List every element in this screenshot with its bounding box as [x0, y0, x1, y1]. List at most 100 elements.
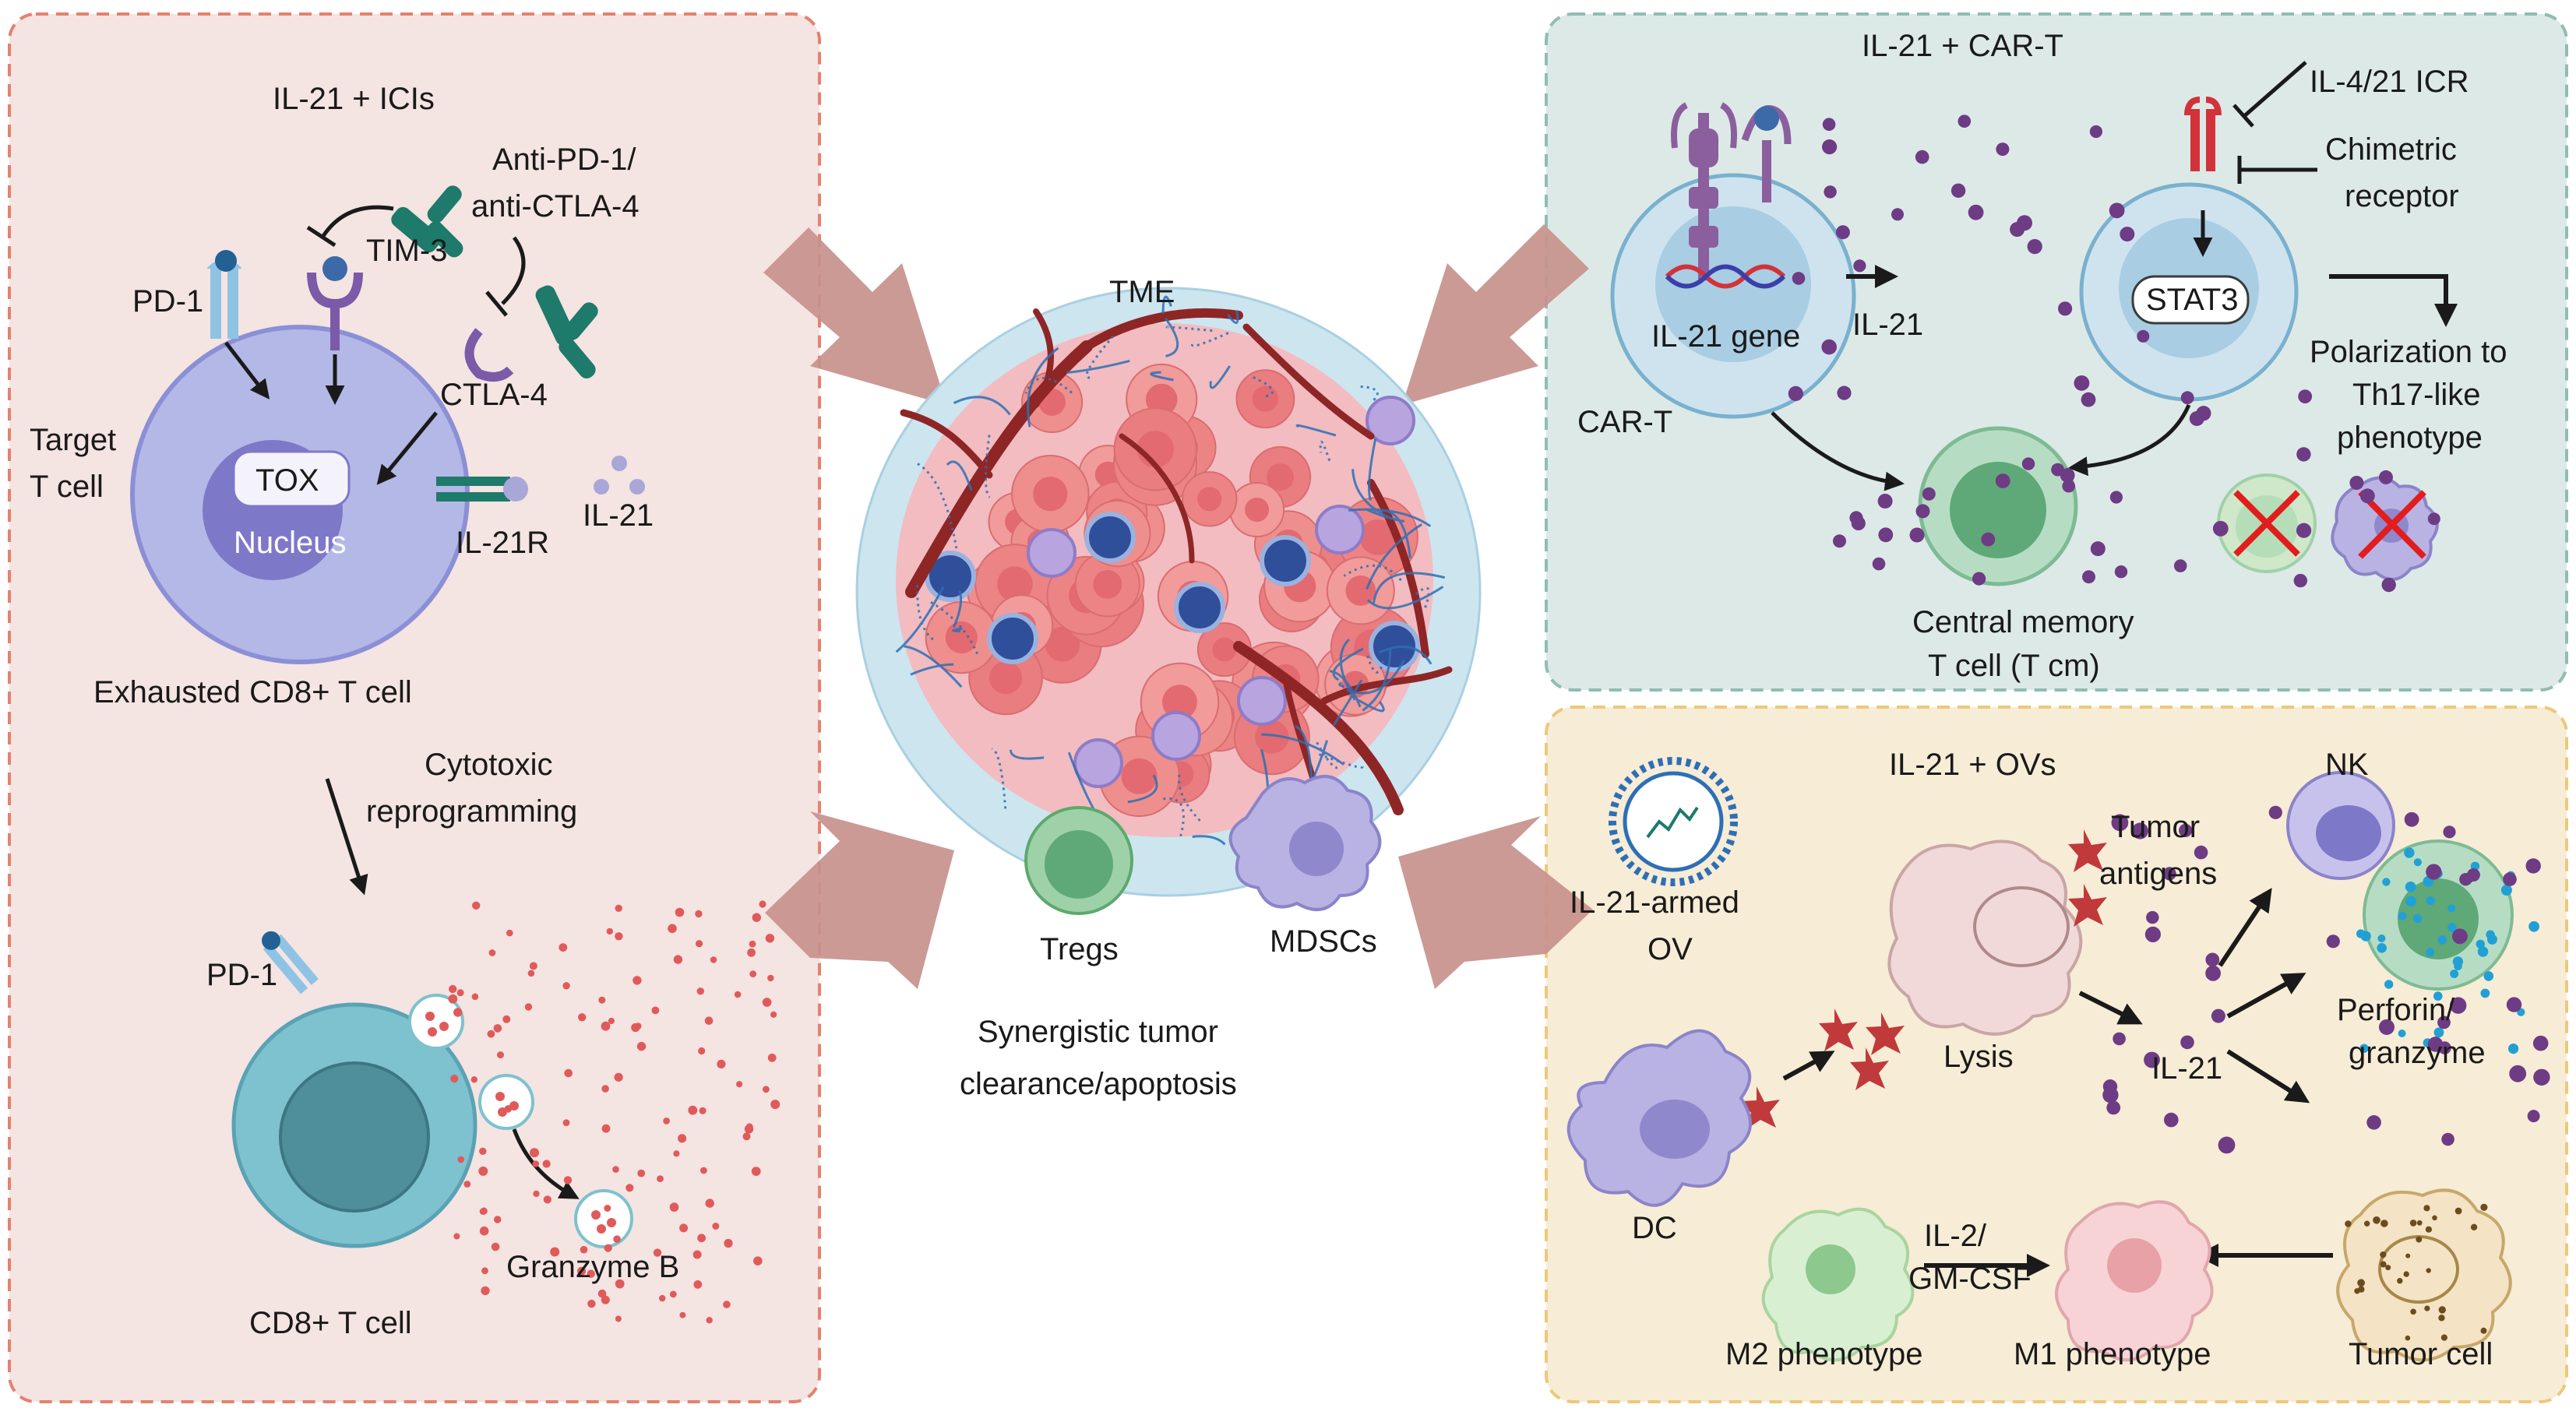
tumor-speck — [2416, 1236, 2423, 1243]
perforin-dot — [2413, 913, 2423, 924]
target-label-2: T cell — [30, 470, 104, 504]
granzyme-dot — [533, 1190, 540, 1198]
mdscs-label: MDSCs — [1270, 924, 1377, 959]
granzyme-dot — [767, 1053, 777, 1062]
ecm-fiber — [1192, 835, 1226, 846]
il21-dot — [2437, 1015, 2451, 1030]
ecm-fiber — [1329, 670, 1362, 708]
nucleus-label: Nucleus — [234, 526, 347, 560]
arrow-bl — [765, 811, 954, 989]
il21-dot — [2196, 406, 2211, 421]
perforin-dot — [2405, 882, 2416, 892]
il21-dot — [1824, 185, 1837, 199]
granzyme-dot — [653, 1248, 662, 1257]
stat3-label: STAT3 — [2146, 283, 2239, 317]
synergy-label-1: Synergistic tumor — [978, 1015, 1218, 1049]
ov-label-2: OV — [1647, 932, 1693, 966]
ecm-fiber — [952, 627, 963, 632]
il21-dot — [1972, 572, 1986, 586]
ecm-fiber — [1333, 679, 1363, 727]
pd1-label-bottom: PD-1 — [206, 958, 277, 992]
ecm-fiber — [1362, 649, 1392, 712]
il21-dot — [2426, 864, 2442, 880]
ecm-fiber — [1150, 371, 1174, 382]
ov-label-1: IL-21-armed — [1570, 885, 1739, 920]
il21-dot — [2466, 868, 2480, 882]
nk-cell — [2286, 771, 2395, 880]
tumor-speck — [2438, 1306, 2446, 1314]
il21-dots-ov — [2102, 805, 2550, 1154]
tumor-speck — [2357, 1279, 2366, 1287]
il21-dot — [2532, 1035, 2549, 1051]
il21-dot — [1792, 272, 1806, 285]
tim3-label: TIM-3 — [366, 234, 447, 268]
il21-dot — [2379, 1019, 2395, 1035]
granzyme-dot — [695, 910, 703, 918]
il21-dot — [2137, 329, 2150, 343]
granzyme-dot — [530, 1148, 539, 1158]
tumor-speck — [2425, 1226, 2432, 1233]
il21-dot — [1958, 114, 1972, 128]
il21-dot — [2218, 1136, 2236, 1154]
granzyme-dot — [601, 1085, 609, 1093]
perforin-dot — [2480, 988, 2490, 998]
granzyme-dot — [562, 982, 570, 990]
oncolytic-virus — [1609, 757, 1738, 886]
granzyme-dot — [752, 913, 761, 922]
granzyme-dot — [723, 1301, 731, 1308]
granzyme-dot — [456, 989, 464, 997]
ecm-fiber — [1066, 359, 1130, 374]
il21-dot — [2173, 559, 2187, 572]
cd8-label: CD8+ T cell — [249, 1306, 412, 1340]
tox-label: TOX — [255, 463, 319, 498]
il21-dot — [2293, 573, 2307, 588]
antigen-label-2: antigens — [2099, 857, 2217, 891]
ecm-fiber — [953, 396, 1011, 416]
dna-helix — [1665, 264, 1786, 289]
granzyme-dot — [697, 1234, 706, 1243]
il21-dot — [2268, 805, 2282, 819]
granzyme-dot — [577, 1266, 587, 1276]
ecm-fiber — [1413, 586, 1430, 608]
tumor-speck — [2373, 1216, 2380, 1224]
il21-dot — [2450, 997, 2467, 1014]
icr-label: IL-4/21 ICR — [2310, 65, 2469, 99]
polar-label-2: Th17-like — [2352, 378, 2481, 412]
il21-dot — [1878, 527, 1894, 543]
il21-dot — [2212, 520, 2229, 537]
immune-cell — [1260, 535, 1311, 586]
il21-dot — [2452, 928, 2468, 945]
granzyme-dot — [625, 1184, 634, 1192]
ecm-fiber — [1339, 638, 1356, 701]
granzyme-dot — [669, 1290, 677, 1298]
il21-dot — [2102, 1086, 2119, 1103]
tumor-nucleus — [1121, 758, 1158, 794]
granzyme-dot — [712, 1223, 720, 1230]
il21-dot — [1915, 504, 1930, 519]
ecm-fiber — [1319, 441, 1331, 462]
il21-dot — [1877, 494, 1893, 509]
granzyme-dot — [480, 1207, 488, 1215]
tumor-speck — [2405, 1335, 2411, 1341]
granzyme-dot — [663, 1118, 670, 1125]
lysis-label: Lysis — [1943, 1040, 2014, 1074]
granzyme-dot — [678, 1134, 687, 1143]
br-title: IL-21 + OVs — [1889, 748, 2056, 782]
il21-dot — [2027, 239, 2042, 255]
perforin-dot — [2377, 935, 2386, 942]
il21-dot — [2381, 577, 2396, 593]
granzyme-dot — [587, 1299, 596, 1308]
granzyme-dot — [744, 1125, 754, 1134]
ecm-fiber — [1024, 377, 1073, 394]
synergy-label-2: clearance/apoptosis — [960, 1067, 1237, 1101]
il21-dot — [2211, 1008, 2225, 1023]
tumor-nucleus — [1045, 626, 1080, 662]
tr-inhibition — [2232, 61, 2317, 184]
il21-dot — [2164, 1112, 2179, 1128]
myeloid-cell — [1151, 711, 1201, 761]
il21-dot — [2180, 1035, 2194, 1050]
granzyme-dot — [542, 1160, 551, 1168]
il21-dot — [1951, 183, 1966, 198]
granzyme-dot — [675, 907, 685, 917]
